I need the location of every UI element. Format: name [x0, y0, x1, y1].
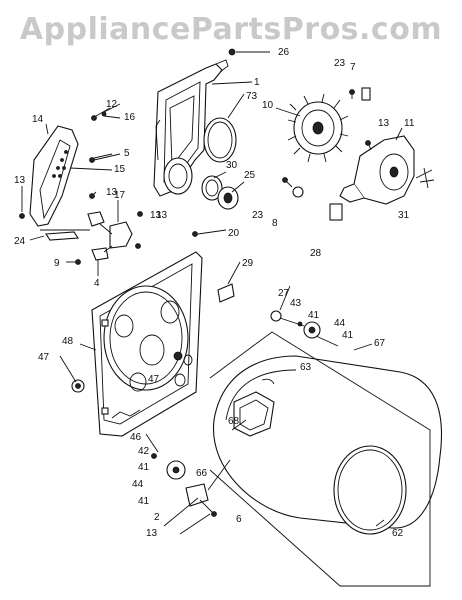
plate-28	[329, 203, 343, 221]
part-label: 20	[228, 228, 240, 239]
part-label: 47	[38, 352, 50, 363]
lower-rollers	[151, 453, 217, 517]
screws-upper-right	[349, 89, 372, 151]
part-label: 12	[106, 99, 118, 110]
front-bulkhead-part	[91, 251, 203, 437]
part-label: 10	[262, 100, 274, 111]
part-label: 73	[246, 91, 258, 102]
idler-arm-part	[29, 125, 90, 241]
part-labels: 26 1 73 23 7 10 13 11 12 16 14 5 15 13 1…	[14, 47, 415, 539]
part-label: 42	[138, 446, 150, 457]
part-label: 41	[138, 496, 150, 507]
part-label: 28	[310, 248, 322, 259]
part-label: 30	[226, 160, 238, 171]
part-label: 62	[392, 528, 404, 539]
drum-part	[212, 355, 443, 535]
part-label: 63	[300, 362, 312, 373]
part-label: 43	[290, 298, 302, 309]
part-label: 13	[156, 210, 168, 221]
part-label: 13	[378, 118, 390, 129]
part-label: 25	[244, 170, 256, 181]
part-label: 66	[196, 468, 208, 479]
part-label: 5	[124, 148, 130, 159]
part-label: 41	[308, 310, 320, 321]
part-label: 2	[154, 512, 160, 523]
part-label: 13	[106, 187, 118, 198]
blower-housing-part	[339, 135, 435, 205]
part-label: 47	[148, 374, 160, 385]
upper-rollers	[270, 310, 321, 339]
bearing-47-left	[71, 379, 85, 393]
part-label: 67	[374, 338, 386, 349]
part-label: 23	[334, 58, 346, 69]
rear-duct-part	[153, 59, 229, 197]
part-label: 41	[138, 462, 150, 473]
seal-parts	[201, 175, 239, 210]
part-label: 8	[272, 218, 278, 229]
part-label: 26	[278, 47, 290, 58]
part-label: 31	[398, 210, 410, 221]
part-label: 41	[342, 330, 354, 341]
part-label: 44	[334, 318, 346, 329]
part-label: 11	[404, 118, 415, 129]
screw-26	[228, 48, 270, 56]
part-label: 4	[94, 278, 100, 289]
part-label: 29	[242, 258, 254, 269]
part-label: 14	[32, 114, 44, 125]
blower-wheel-part	[287, 93, 349, 163]
part-label: 23	[252, 210, 264, 221]
part-label: 27	[278, 288, 290, 299]
part-label: 1	[254, 77, 260, 88]
part-label: 13	[150, 210, 162, 221]
motor-switch-17	[87, 211, 133, 261]
part-label: 44	[132, 479, 144, 490]
part-label: 7	[350, 62, 356, 73]
watermark: AppliancePartsPros.com	[19, 12, 443, 47]
plate-29	[217, 283, 235, 303]
part-label: 6	[236, 514, 242, 525]
part-label: 9	[54, 258, 60, 269]
part-label: 68	[228, 416, 240, 427]
part-label: 17	[114, 190, 126, 201]
drum-frame-lines	[209, 331, 431, 587]
part-label: 46	[130, 432, 142, 443]
filter-ring-part	[203, 117, 237, 163]
part-label: 24	[14, 236, 26, 247]
part-label: 15	[114, 164, 126, 175]
leader-lines	[21, 81, 403, 535]
bracket-7	[361, 87, 371, 101]
part-label: 13	[146, 528, 158, 539]
sensor-8	[282, 177, 304, 198]
part-label: 13	[14, 175, 26, 186]
part-label: 16	[124, 112, 136, 123]
part-label: 48	[62, 336, 74, 347]
